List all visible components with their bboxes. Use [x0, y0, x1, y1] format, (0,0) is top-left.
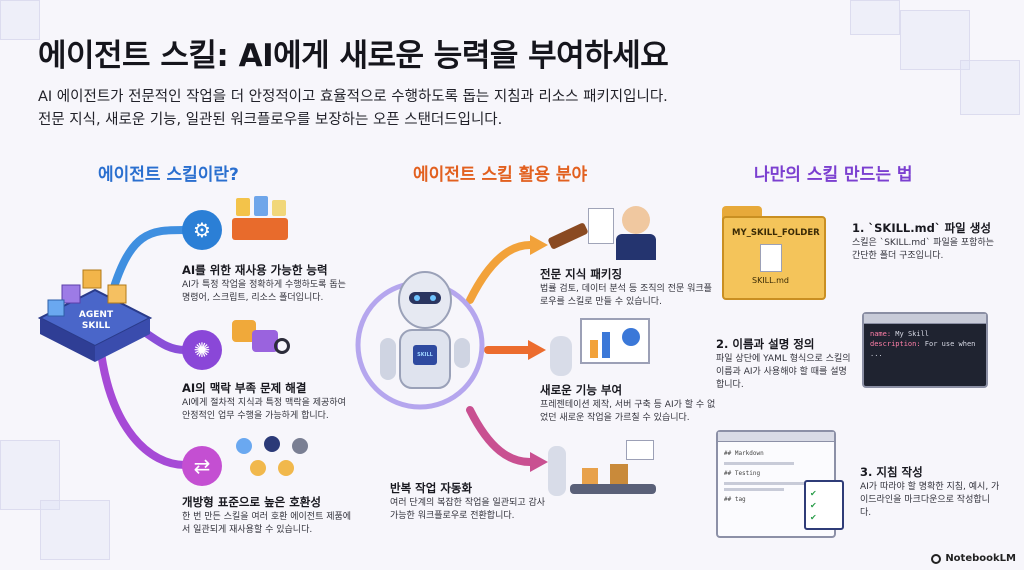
- column-heading-howto: 나만의 스킬 만드는 법: [754, 165, 913, 185]
- gear-icon: ⚙: [182, 210, 222, 250]
- footer-logo: NotebookLM: [931, 553, 1016, 564]
- use-item-3-desc: 여러 단계의 복잡한 작업을 일관되고 감사 가능한 워크플로우로 전환합니다.: [390, 498, 546, 521]
- background-cube: [900, 10, 970, 70]
- yaml-editor: name: My Skill description: For use when…: [862, 312, 988, 388]
- step-3-desc: AI가 따라야 할 명확한 지침, 예시, 가이드라인을 마크다운으로 작성합니…: [860, 482, 1000, 518]
- puzzle-icon: [232, 316, 292, 360]
- use-item-2-desc: 프레젠테이션 제작, 서버 구축 등 AI가 할 수 없었던 새로운 작업을 가…: [540, 400, 716, 423]
- agents-network-icon: [232, 436, 312, 480]
- markdown-heading-3: ## tag: [724, 496, 746, 503]
- background-cube: [0, 440, 60, 510]
- intro-text: AI 에이전트가 전문적인 작업을 더 안정적이고 효율적으로 수행하도록 돕는…: [38, 86, 938, 132]
- step-1-desc: 스킬은 `SKILL.md` 파일을 포함하는 간단한 폴더 구조입니다.: [852, 238, 995, 261]
- editor-line-1-key: name:: [870, 330, 892, 338]
- intro-line-2: 전문 지식, 새로운 기능, 일관된 워크플로우를 보장하는 오픈 스탠더드입니…: [38, 112, 503, 128]
- hub-label-line-1: AGENT: [78, 310, 114, 320]
- step-2-title: 2. 이름과 설명 정의: [716, 337, 815, 351]
- step-3-title: 3. 지침 작성: [860, 465, 923, 479]
- editor-line-3: ...: [870, 350, 883, 358]
- editor-line-2: description: For use when: [870, 339, 980, 349]
- markdown-heading-1: ## Markdown: [724, 450, 764, 457]
- toolbox-icon: [232, 196, 288, 240]
- presentation-icon: [550, 318, 650, 378]
- use-item-2-title: 새로운 기능 부여: [540, 383, 623, 397]
- use-item-1-desc: 법률 검토, 데이터 분석 등 조직의 전문 워크플로우를 스킬로 만들 수 있…: [540, 284, 712, 307]
- what-item-3-desc: 한 번 만든 스킬을 여러 호환 에이전트 제품에서 일관되게 재사용할 수 있…: [182, 512, 352, 535]
- shuffle-icon: ⇄: [182, 446, 222, 486]
- what-item-2-title: AI의 맥락 부족 문제 해결: [182, 381, 307, 395]
- page-title: 에이전트 스킬: AI에게 새로운 능력을 부여하세요: [38, 38, 669, 74]
- checklist-icon: ✔✔✔: [804, 480, 844, 530]
- background-cube: [960, 60, 1020, 115]
- editor-line-1-value: My Skill: [895, 330, 930, 338]
- editor-line-1: name: My Skill: [870, 329, 980, 339]
- robot-chip-label: SKILL: [417, 352, 433, 358]
- what-item-1-desc: AI가 특정 작업을 정확하게 수행하도록 돕는 명령어, 스크립트, 리소스 …: [182, 280, 346, 303]
- background-cube: [0, 0, 40, 40]
- brain-icon: ✺: [182, 330, 222, 370]
- step-2-desc: 파일 상단에 YAML 형식으로 스킬의 이름과 AI가 사용해야 할 때를 설…: [716, 354, 851, 390]
- folder-name-label: MY_SKILL_FOLDER: [732, 228, 820, 238]
- what-item-3-title: 개방형 표준으로 높은 호환성: [182, 495, 321, 509]
- intro-line-1: AI 에이전트가 전문적인 작업을 더 안정적이고 효율적으로 수행하도록 돕는…: [38, 89, 668, 105]
- hub-label-line-2: SKILL: [81, 321, 111, 331]
- what-item-2-desc: AI에게 절차적 지식과 특정 맥락을 제공하여 안정적인 업무 수행을 가능하…: [182, 398, 346, 421]
- footer-logo-text: NotebookLM: [945, 553, 1016, 564]
- what-item-1-title: AI를 위한 재사용 가능한 능력: [182, 263, 328, 277]
- editor-line-2-key: description:: [870, 340, 921, 348]
- markdown-heading-2: ## Testing: [724, 470, 761, 477]
- step-1-title: 1. `SKILL.md` 파일 생성: [852, 221, 991, 235]
- gavel-icon: [547, 200, 658, 260]
- skill-file-icon: [760, 244, 782, 272]
- skill-file-label: SKILL.md: [752, 276, 790, 285]
- editor-line-2-value: For use when: [924, 340, 976, 348]
- background-cube: [850, 0, 900, 35]
- use-item-1-title: 전문 지식 패키징: [540, 267, 623, 281]
- conveyor-icon: [548, 440, 658, 510]
- background-cube: [40, 500, 110, 560]
- notebooklm-icon: [931, 553, 942, 564]
- use-item-3-title: 반복 작업 자동화: [390, 481, 473, 495]
- column-heading-uses: 에이전트 스킬 활용 분야: [413, 165, 588, 185]
- hub-label: AGENT SKILL: [66, 310, 126, 332]
- column-heading-what: 에이전트 스킬이란?: [98, 165, 239, 185]
